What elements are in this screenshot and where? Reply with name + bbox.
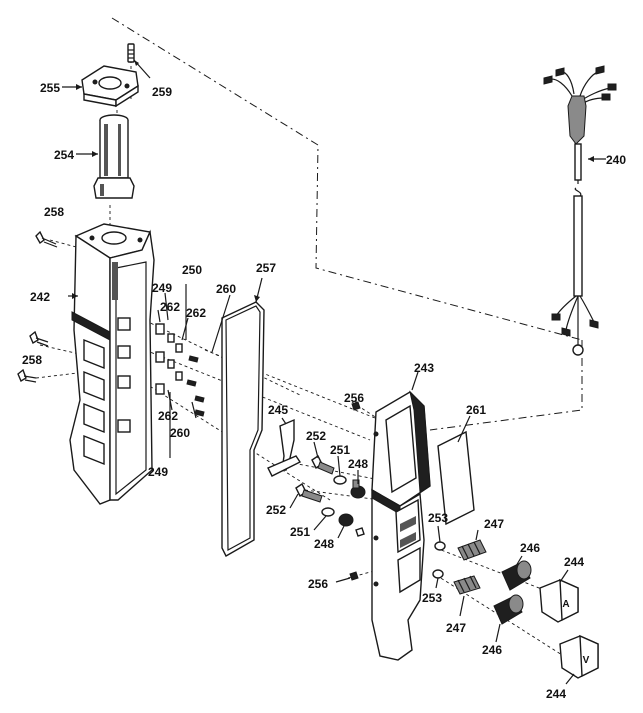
button-down-glyph: V: [583, 655, 590, 666]
label-253-bot: 253: [422, 591, 442, 605]
part-246-plunger-bot: [493, 594, 524, 625]
part-258-screw-bot: [17, 368, 37, 383]
part-256-nut-bot: [349, 571, 359, 581]
label-260-bot: 260: [170, 426, 190, 440]
part-246-plunger-top: [501, 560, 532, 591]
label-244-bot: 244: [546, 687, 566, 701]
label-260-top: 260: [216, 282, 236, 296]
part-243-handle: [371, 390, 431, 661]
part-258-screw-top: [35, 230, 58, 248]
part-251-washer-bot: [321, 507, 335, 517]
button-up-glyph: A: [562, 599, 569, 610]
label-258-top: 258: [44, 205, 64, 219]
label-244-top: 244: [564, 555, 584, 569]
arrow-heads: [72, 60, 594, 302]
switch-contacts: [155, 323, 205, 417]
label-240: 240: [606, 153, 626, 167]
part-253-washer-top: [434, 541, 446, 551]
label-261: 261: [466, 403, 486, 417]
part-244-button-up: A: [539, 578, 579, 623]
part-255-flange: [81, 65, 139, 108]
label-262-a: 262: [160, 300, 180, 314]
part-254-tube: [93, 114, 135, 199]
part-256-nut-mid: [355, 527, 365, 537]
part-245-lever: [267, 418, 302, 477]
label-258-mid: 258: [22, 353, 42, 367]
label-246-top: 246: [520, 541, 540, 555]
label-251-bot: 251: [290, 525, 310, 539]
part-252-screw-top: [311, 454, 335, 475]
part-257-gasket: [221, 301, 265, 557]
part-244-button-down: V: [559, 634, 599, 679]
label-250: 250: [182, 263, 202, 277]
label-246-bot: 246: [482, 643, 502, 657]
label-257: 257: [256, 261, 276, 275]
label-256-bot: 256: [308, 577, 328, 591]
part-252-screw-bot: [295, 482, 323, 503]
label-248-bot: 248: [314, 537, 334, 551]
label-247-bot: 247: [446, 621, 466, 635]
label-255: 255: [40, 81, 60, 95]
label-259: 259: [152, 85, 172, 99]
part-253-washer-bot: [432, 569, 444, 579]
label-253-top: 253: [428, 511, 448, 525]
label-262-c: 262: [158, 409, 178, 423]
part-240-cable: [543, 65, 617, 356]
label-252-top: 252: [306, 429, 326, 443]
label-249-bot: 249: [148, 465, 168, 479]
part-247-spring-bot: [453, 575, 481, 595]
label-256-top: 256: [344, 391, 364, 405]
label-245: 245: [268, 403, 288, 417]
label-254: 254: [54, 148, 74, 162]
label-247-top: 247: [484, 517, 504, 531]
label-248-top: 248: [348, 457, 368, 471]
label-249-top: 249: [152, 281, 172, 295]
part-242-housing: [69, 223, 155, 505]
label-262-b: 262: [186, 306, 206, 320]
label-242: 242: [30, 290, 50, 304]
part-258-screw-mid: [29, 330, 49, 347]
label-252-bot: 252: [266, 503, 286, 517]
part-248-cam-top: [350, 479, 366, 499]
part-labels: 255 259 254 258 242 258 249 250 262 262 …: [22, 81, 626, 701]
part-248-cam-bot: [338, 513, 354, 527]
part-247-spring-top: [457, 539, 487, 561]
part-259-screw: [127, 43, 135, 63]
label-243: 243: [414, 361, 434, 375]
part-261-window: [437, 430, 475, 526]
label-251-top: 251: [330, 443, 350, 457]
part-251-washer-top: [333, 475, 347, 485]
